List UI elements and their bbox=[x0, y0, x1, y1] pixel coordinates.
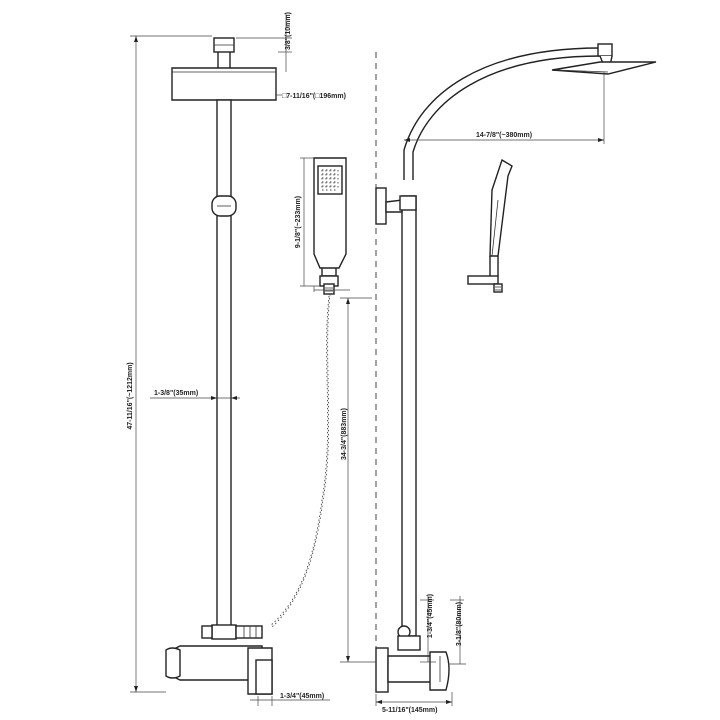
side-dimensions bbox=[340, 72, 605, 706]
label-rail-diameter: 1-3/8"(35mm) bbox=[154, 390, 198, 397]
wall-flange-side bbox=[375, 647, 389, 693]
hand-shower-detail bbox=[300, 157, 350, 295]
mixer-lever-side bbox=[429, 651, 450, 691]
label-arm-reach: 14-7/8"(~380mm) bbox=[476, 132, 532, 139]
label-head-size: □7-11/16"(□196mm) bbox=[282, 93, 346, 100]
label-mixer-depth: 1-3/4"(45mm) bbox=[280, 693, 324, 700]
rain-head-front bbox=[171, 67, 277, 101]
label-handshower-length: 9-1/8"(~233mm) bbox=[295, 196, 302, 248]
hose-nut-front bbox=[201, 625, 213, 639]
shower-hose bbox=[269, 295, 330, 627]
label-wall-projection: 5-11/16"(145mm) bbox=[382, 707, 437, 714]
slide-rail-front bbox=[216, 99, 232, 633]
hand-shower-connector bbox=[323, 283, 335, 295]
curved-arm-outer bbox=[403, 47, 601, 180]
label-mixer-offset-2: 3-1/8"(80mm) bbox=[456, 602, 463, 646]
hand-shower-side bbox=[467, 158, 513, 293]
label-head-height: 3/8"(10mm) bbox=[285, 12, 292, 50]
label-total-height: 47-11/16"(~1212mm) bbox=[127, 362, 134, 429]
front-view bbox=[165, 37, 277, 695]
side-view bbox=[375, 43, 657, 693]
slide-rail-side bbox=[401, 195, 417, 637]
head-connector-side bbox=[597, 43, 613, 57]
curved-arm-inner bbox=[412, 55, 601, 180]
rail-coupling-front bbox=[211, 624, 237, 640]
front-dimensions bbox=[130, 14, 330, 706]
wall-bracket-side bbox=[375, 187, 387, 225]
hose-outlet-front bbox=[235, 625, 263, 639]
spray-nozzles bbox=[321, 169, 339, 191]
label-mixer-offset-1: 1-3/4"(45mm) bbox=[427, 594, 434, 638]
label-hose-height: 34-3/4"(883mm) bbox=[341, 408, 348, 460]
wall-holder-side bbox=[467, 275, 499, 285]
